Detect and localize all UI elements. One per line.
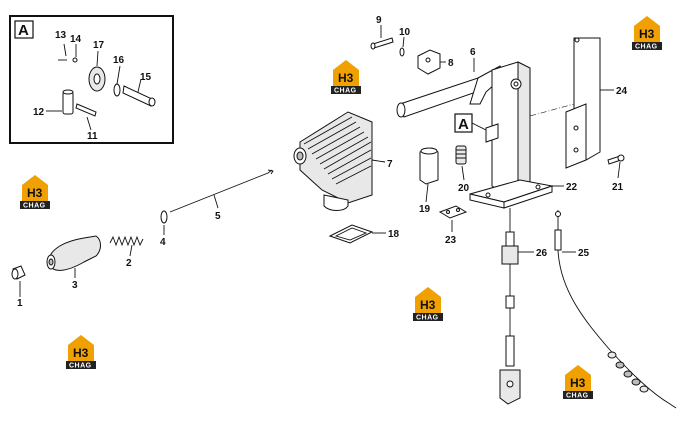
callout-8: 8 [448, 58, 454, 69]
svg-text:CHAG: CHAG [635, 44, 658, 51]
svg-text:H3: H3 [27, 186, 43, 200]
detail-a-letter: A [18, 22, 29, 39]
pedestal-assembly: 22 A [454, 61, 578, 209]
callout-19: 19 [419, 204, 431, 215]
callout-17: 17 [93, 40, 105, 51]
watermark-logo: H3 CHAG [20, 175, 50, 210]
callout-10: 10 [399, 27, 411, 38]
callout-15: 15 [140, 72, 152, 83]
callout-26: 26 [536, 248, 548, 259]
callout-16: 16 [113, 55, 125, 66]
svg-text:CHAG: CHAG [23, 203, 46, 210]
callout-6: 6 [470, 47, 476, 58]
bellows-assembly: 7 18 [293, 111, 400, 244]
callout-24: 24 [616, 86, 628, 97]
handle-assembly: 1 3 2 4 5 [11, 169, 274, 309]
callout-22: 22 [566, 182, 578, 193]
svg-text:H3: H3 [570, 376, 586, 390]
callout-21: 21 [612, 182, 624, 193]
callout-5: 5 [215, 211, 221, 222]
lever-assembly: 6 9 10 8 [370, 15, 507, 118]
callout-13: 13 [55, 30, 67, 41]
detail-a-inset: A 13 14 17 16 15 12 11 [9, 15, 174, 144]
callout-2: 2 [126, 258, 132, 269]
callout-14: 14 [70, 34, 82, 45]
svg-text:CHAG: CHAG [416, 315, 439, 322]
watermark-logo-text: H3 [338, 71, 354, 85]
watermark-logo: H3 CHAG [632, 16, 662, 51]
callout-23: 23 [445, 235, 457, 246]
callout-7: 7 [387, 159, 393, 170]
svg-text:H3: H3 [73, 346, 89, 360]
svg-text:CHAG: CHAG [566, 393, 589, 400]
watermark-logo: H3 CHAG [331, 60, 361, 95]
watermark-logo: H3 CHAG [413, 287, 443, 322]
svg-text:H3: H3 [420, 298, 436, 312]
bracket-assembly: 24 21 [529, 37, 628, 193]
watermark-logo: H3 CHAG [66, 335, 96, 370]
small-parts: 19 20 23 [419, 145, 470, 246]
detail-a-reference: A [458, 116, 469, 133]
callout-4: 4 [160, 237, 166, 248]
svg-text:CHAG: CHAG [69, 363, 92, 370]
callout-20: 20 [458, 183, 470, 194]
cable-26: 26 [499, 208, 548, 405]
callout-3: 3 [72, 280, 78, 291]
callout-9: 9 [376, 15, 382, 26]
callout-25: 25 [578, 248, 590, 259]
cable-25: 25 [554, 210, 677, 409]
svg-text:CHAG: CHAG [334, 88, 357, 95]
svg-text:H3: H3 [639, 27, 655, 41]
callout-12: 12 [33, 107, 45, 118]
callout-1: 1 [17, 298, 23, 309]
callout-11: 11 [87, 131, 98, 142]
callout-18: 18 [388, 229, 400, 240]
watermark-logo: H3 CHAG [563, 365, 593, 400]
